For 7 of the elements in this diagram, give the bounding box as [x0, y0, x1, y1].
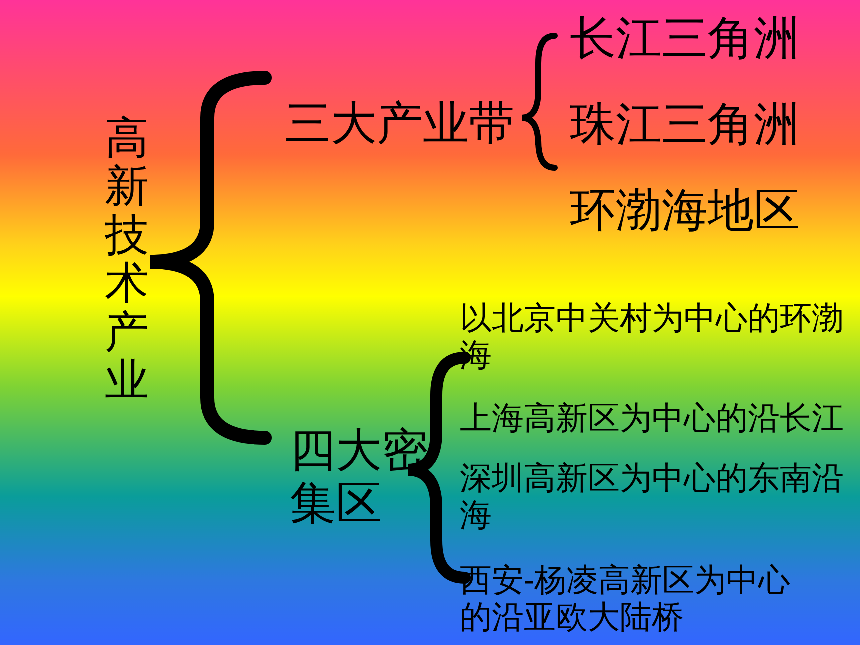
node-text: 高新技术产业 — [105, 115, 149, 406]
node-text: 环渤海地区 — [570, 180, 800, 242]
node-text: 珠江三角洲 — [570, 94, 800, 156]
node-text: 三大产业带 — [285, 93, 515, 155]
node-text: 深圳高新区为中心的东南沿海 — [460, 460, 856, 534]
node-text: 长江三角洲 — [570, 8, 800, 70]
node-text: 上海高新区为中心的沿长江 — [460, 400, 856, 437]
